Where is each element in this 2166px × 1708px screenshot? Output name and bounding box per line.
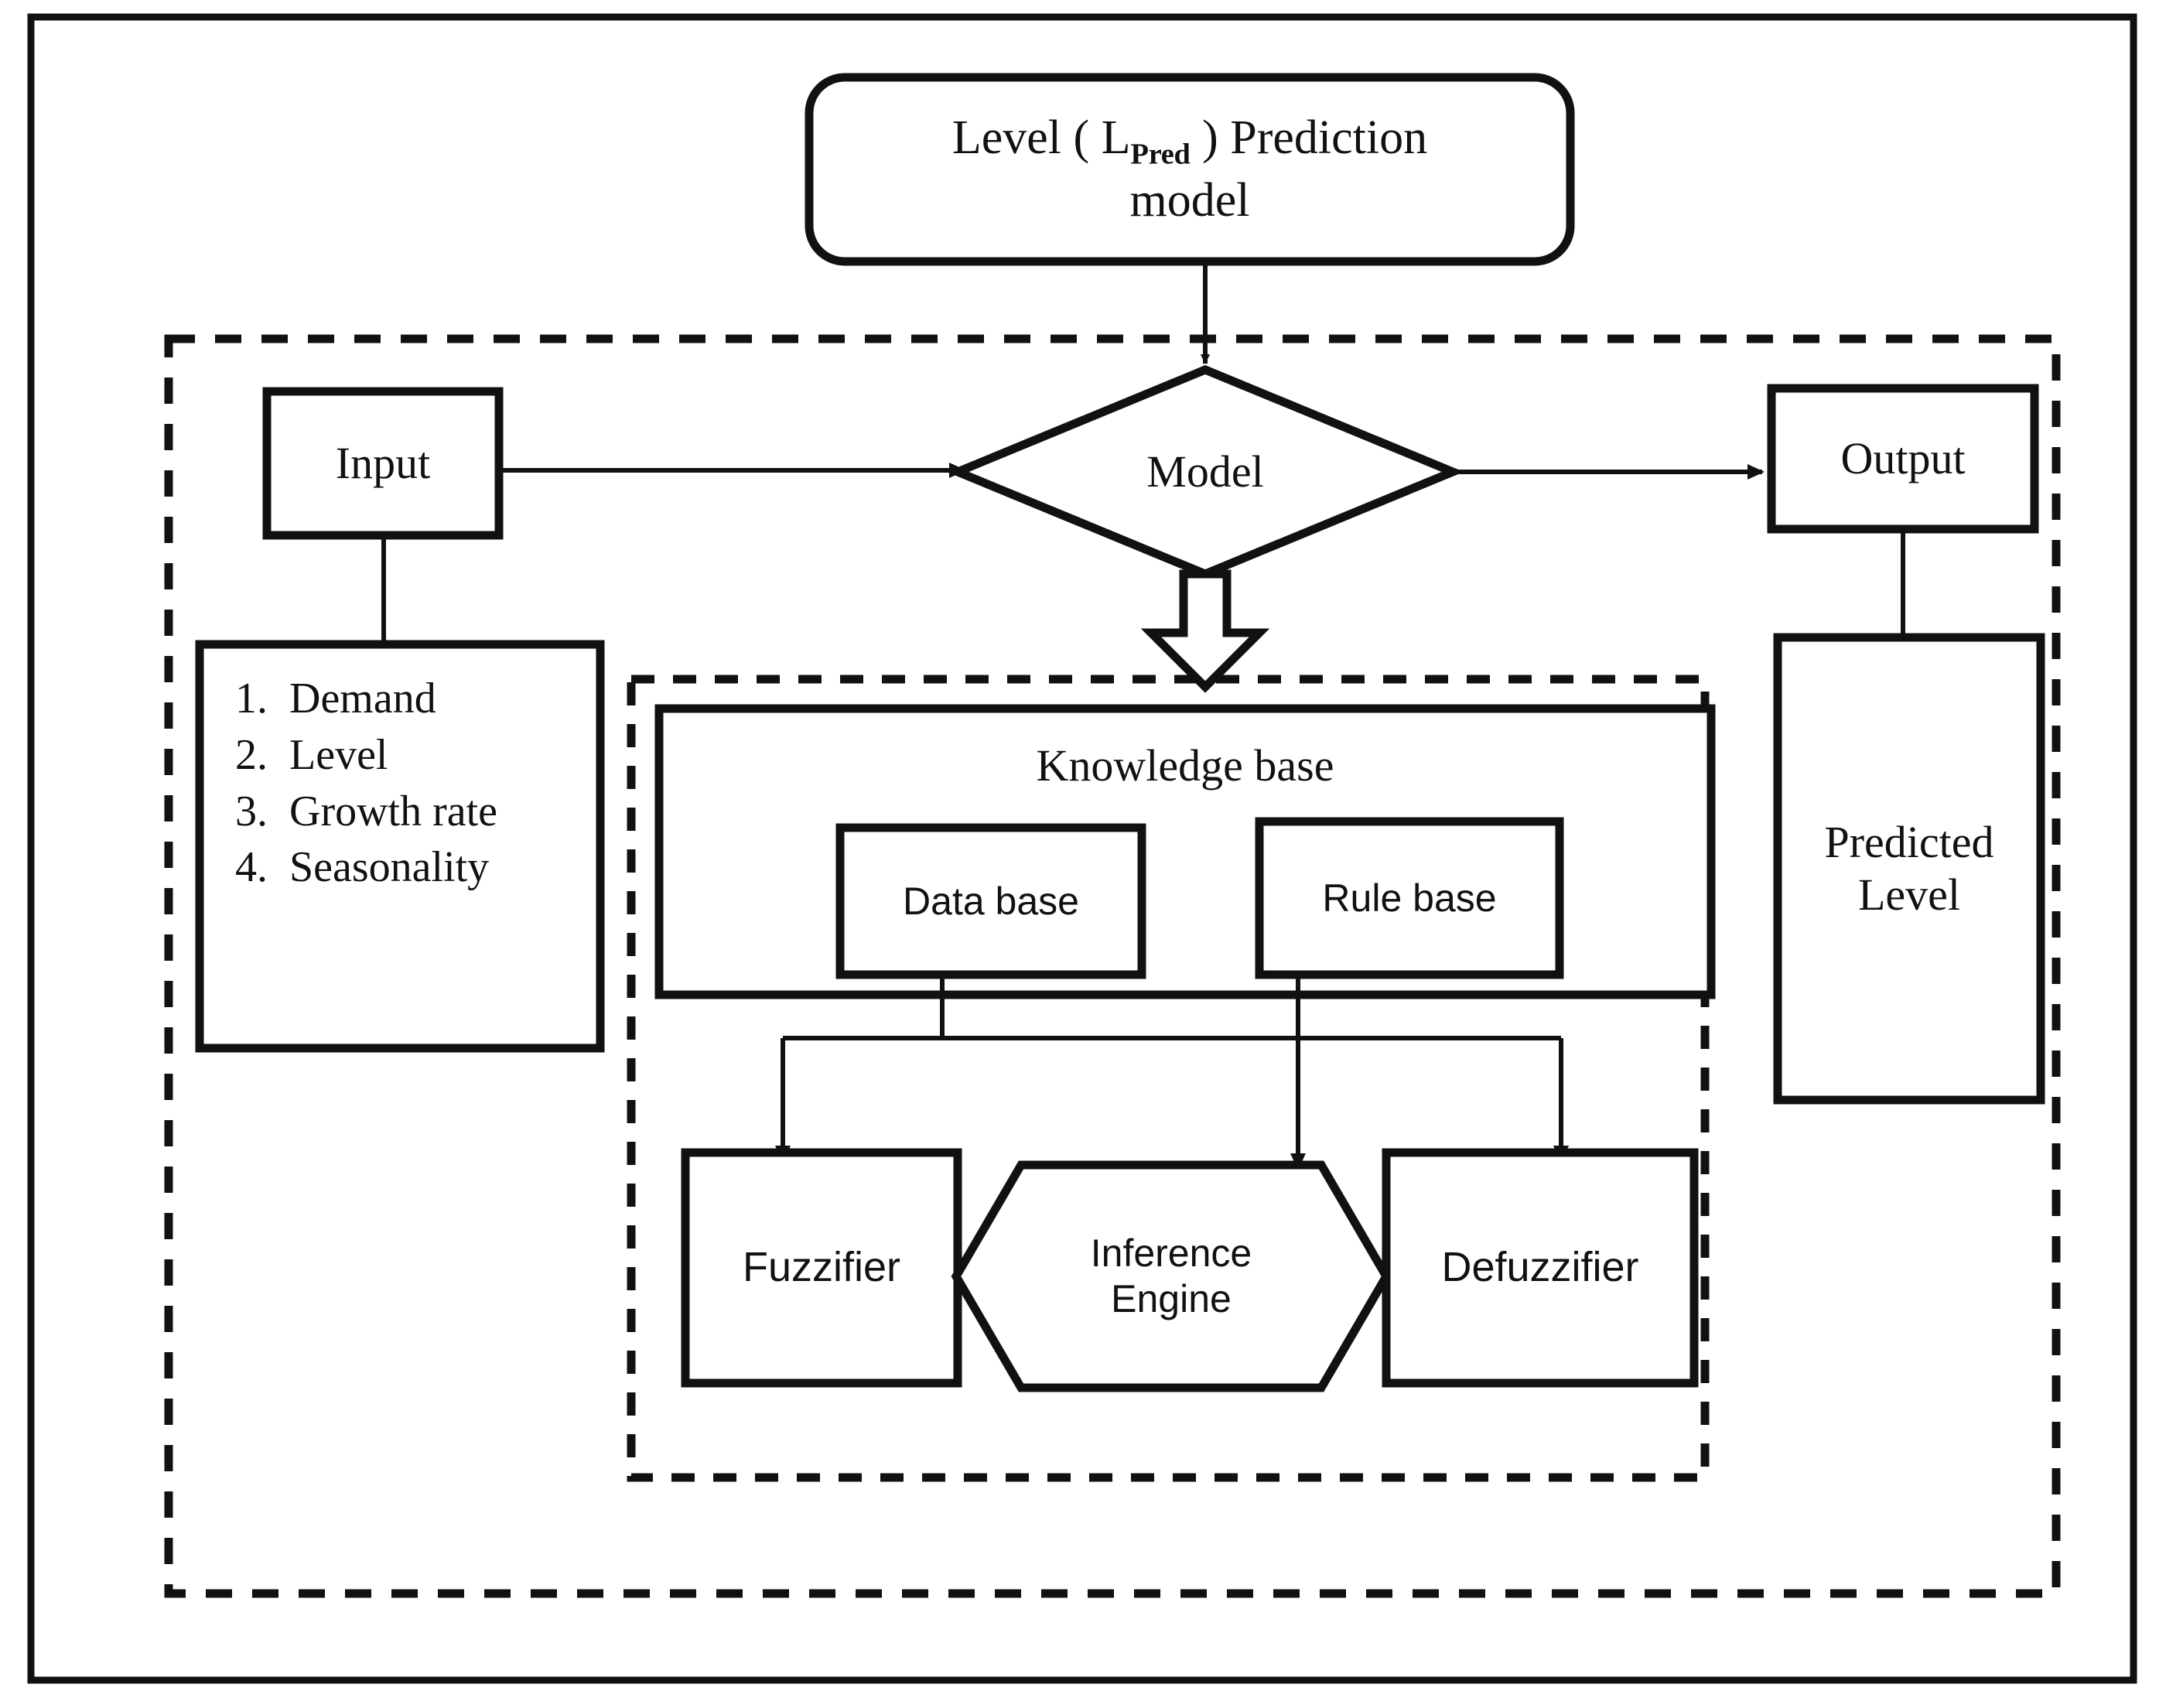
input-box xyxy=(262,387,504,540)
output-box xyxy=(1767,384,2039,534)
block-arrow-model-to-kb xyxy=(1140,569,1270,693)
rule-base-box xyxy=(1255,817,1564,979)
outer-dashed-region xyxy=(164,334,2061,1598)
data-base-box xyxy=(835,823,1146,979)
input-list-box xyxy=(195,640,605,1053)
model-diamond xyxy=(946,365,1464,579)
level-prediction-model-box xyxy=(805,73,1575,266)
fuzzifier-box xyxy=(681,1148,962,1388)
predicted-level-box xyxy=(1773,633,2045,1105)
inner-dashed-region xyxy=(627,675,1710,1482)
inference-engine-hexagon xyxy=(951,1160,1392,1392)
defuzzifier-box xyxy=(1382,1148,1699,1388)
outer-frame xyxy=(27,13,2137,1684)
